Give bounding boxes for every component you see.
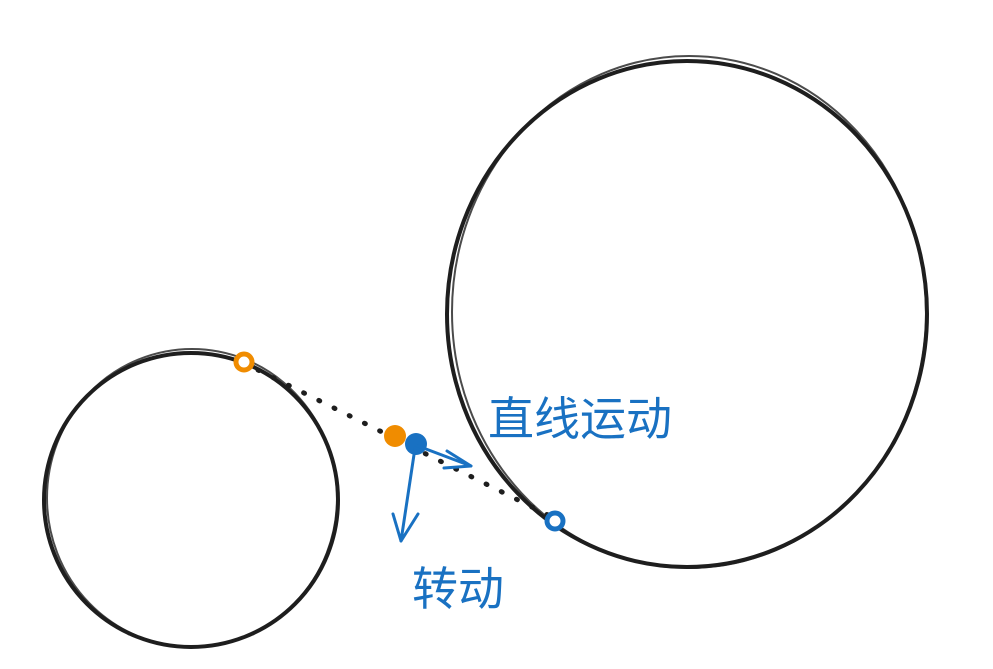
tangent-dotted-line [255,367,553,519]
orange-contact-point-ring [233,351,255,373]
blue-moving-point [405,433,427,455]
linear-motion-arrow [416,444,473,470]
small-circle [42,348,340,649]
blue-contact-point-ring [544,510,566,532]
linear-motion-label: 直线运动 [488,392,672,446]
rotation-label: 转动 [412,562,504,616]
rotation-arrow [391,446,420,543]
large-circle [445,55,929,569]
orange-moving-point [384,425,406,447]
